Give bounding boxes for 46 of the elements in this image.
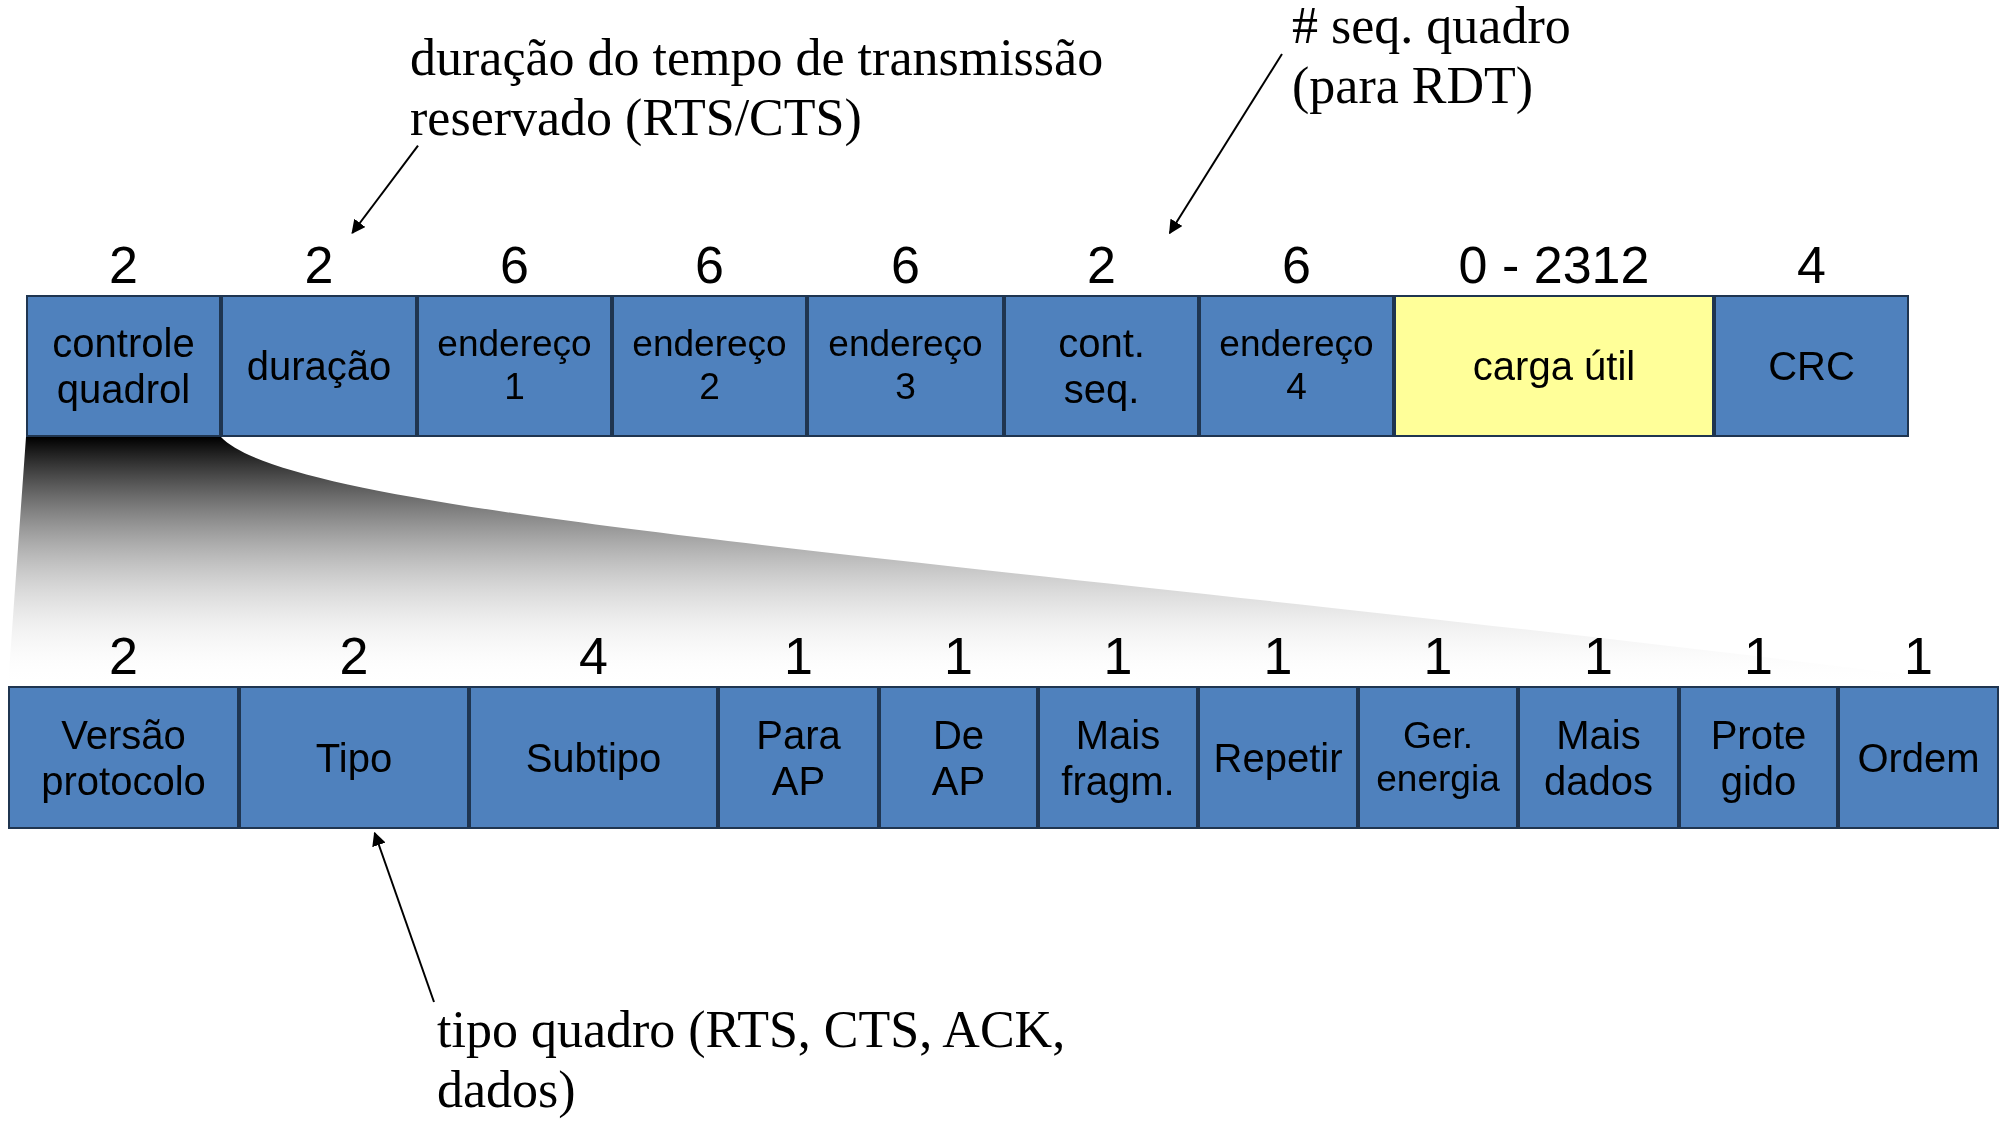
field-name: Para AP — [755, 711, 842, 804]
field-name: endereço 1 — [436, 323, 593, 409]
leader-arrow — [372, 831, 435, 1003]
field-name: Repetir — [1213, 734, 1343, 781]
field-size: 1 — [1903, 630, 1934, 682]
field-name: Tipo — [315, 734, 393, 781]
annotation-text: duração do tempo de transmissão reservado (RTS/CTS) — [410, 28, 1270, 148]
field-name: CRC — [1768, 343, 1855, 389]
annotation-text: # seq. quadro (para RDT) — [1292, 0, 1632, 116]
field-size: 2 — [303, 239, 335, 291]
field-size: 4 — [1796, 239, 1827, 291]
field-size: 6 — [1281, 239, 1312, 291]
annotation-text: tipo quadro (RTS, CTS, ACK, dados) — [437, 1000, 1137, 1120]
field-name: endereço 3 — [827, 323, 984, 409]
field-size: 0 - 2312 — [1457, 239, 1651, 291]
field-name: Ger. energia — [1375, 714, 1501, 801]
field-size: 1 — [1422, 630, 1454, 682]
field-size: 1 — [943, 630, 974, 682]
field-size: 1 — [1102, 630, 1134, 682]
field-size: 1 — [783, 630, 814, 682]
field-name: Mais dados — [1543, 711, 1654, 804]
field-size: 1 — [1262, 630, 1294, 682]
field-name: Mais fragm. — [1060, 711, 1176, 804]
field-name: Ordem — [1857, 734, 1980, 781]
field-size: 6 — [499, 239, 530, 291]
field-name: De AP — [930, 711, 987, 804]
field-name: endereço 2 — [631, 323, 788, 409]
field-size: 2 — [338, 630, 370, 682]
field-size: 4 — [578, 630, 609, 682]
field-size: 6 — [694, 239, 725, 291]
field-size: 6 — [890, 239, 921, 291]
field-name: carga útil — [1472, 343, 1636, 389]
field-name: cont. seq. — [1057, 320, 1146, 412]
field-name: Prote gido — [1709, 711, 1808, 804]
field-size: 1 — [1583, 630, 1614, 682]
leader-arrow — [1168, 53, 1283, 235]
field-name: duração — [246, 343, 392, 389]
field-name: endereço 4 — [1218, 323, 1375, 409]
field-name: Versão protocolo — [40, 711, 207, 804]
field-size: 2 — [108, 630, 139, 682]
field-size: 2 — [108, 239, 139, 291]
leader-arrow — [351, 144, 419, 235]
field-name: Subtipo — [525, 734, 662, 781]
field-name: controle quadrol — [51, 320, 196, 412]
field-size: 1 — [1743, 630, 1774, 682]
field-size: 2 — [1086, 239, 1117, 291]
